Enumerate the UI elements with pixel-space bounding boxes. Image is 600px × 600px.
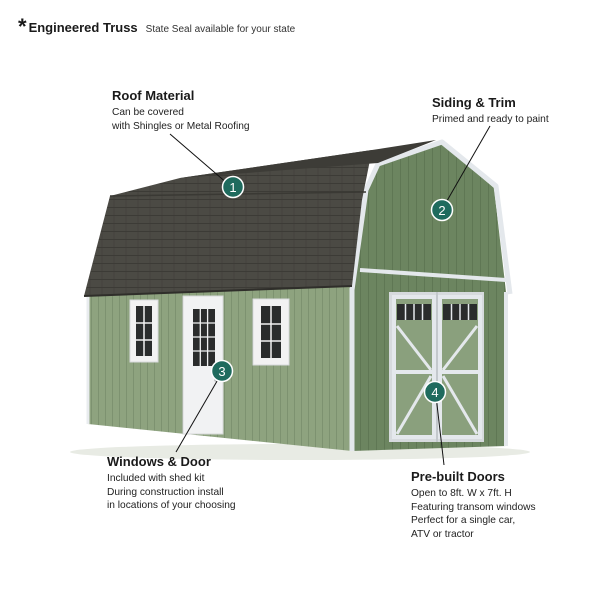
barn-doors — [389, 292, 484, 442]
header-note: State Seal available for your state — [145, 24, 296, 35]
header: * Engineered Truss State Seal available … — [18, 14, 296, 39]
roof-ridge — [180, 140, 436, 178]
callout-title: Roof Material — [112, 88, 195, 103]
svg-text:1: 1 — [229, 180, 236, 195]
callout-line: Included with shed kit — [107, 473, 205, 484]
leader-line-4 — [435, 395, 445, 466]
gable-mid-trim — [359, 268, 507, 282]
callout-siding-trim: Siding & Trim Primed and ready to paint — [432, 95, 549, 127]
callout-line: Featuring transom windows — [411, 501, 536, 513]
header-title: Engineered Truss — [28, 20, 138, 35]
leader-line-2 — [443, 125, 491, 207]
leader-line-3 — [175, 375, 221, 453]
callout-line: Perfect for a single car, — [411, 515, 516, 526]
callout-title: Windows & Door — [107, 454, 211, 469]
callout-line: ATV or tractor — [411, 528, 474, 540]
callout-pre-built-doors: Pre-built Doors Open to 8ft. W x 7ft. H … — [411, 469, 536, 541]
right-window — [252, 298, 290, 366]
callout-line: Primed and ready to paint — [432, 114, 549, 125]
callout-windows-door: Windows & Door Included with shed kit Du… — [107, 454, 236, 513]
callout-title: Siding & Trim — [432, 95, 516, 110]
left-window — [129, 299, 159, 363]
callout-line: During construction install — [107, 486, 224, 498]
svg-text:4: 4 — [431, 385, 438, 400]
leader-line-1 — [169, 133, 229, 185]
callout-title: Pre-built Doors — [411, 469, 505, 484]
gable-trim — [349, 139, 513, 295]
svg-text:3: 3 — [218, 364, 225, 379]
callout-roof-material: Roof Material Can be covered with Shingl… — [112, 88, 250, 133]
asterisk-icon: * — [18, 14, 27, 39]
badge-2: 2 — [430, 198, 454, 222]
roof — [84, 150, 372, 296]
callout-line: with Shingles or Metal Roofing — [112, 120, 250, 132]
badge-1: 1 — [221, 175, 245, 199]
callout-line: Open to 8ft. W x 7ft. H — [411, 488, 512, 499]
svg-text:2: 2 — [438, 203, 445, 218]
badge-3: 3 — [210, 359, 234, 383]
callout-line: Can be covered — [112, 107, 184, 118]
roof-eave — [83, 285, 353, 297]
badge-4: 4 — [423, 380, 447, 404]
callout-line: in locations of your choosing — [107, 500, 236, 511]
